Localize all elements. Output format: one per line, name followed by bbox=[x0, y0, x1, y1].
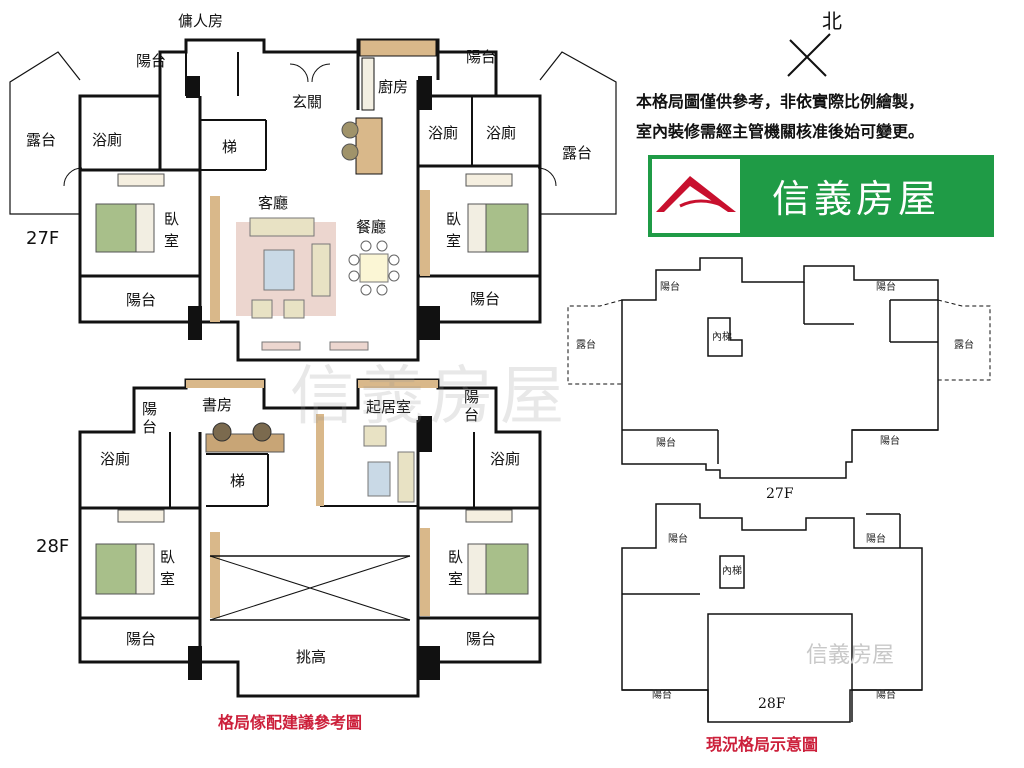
label-bath-w-27: 浴廁 bbox=[92, 131, 122, 149]
coffee-table-icon bbox=[263, 249, 295, 291]
terrace-west-outline bbox=[9, 51, 81, 215]
label-kitchen: 廚房 bbox=[378, 78, 408, 96]
watermark-small: 信義房屋 bbox=[806, 643, 894, 668]
coffee-table-icon-28 bbox=[367, 461, 391, 497]
small27-balcony-se: 陽台 bbox=[880, 434, 900, 447]
small27-terrace-w: 露台 bbox=[576, 338, 596, 351]
label-bed-e-27: 臥室 bbox=[446, 210, 461, 250]
north-label: 北 bbox=[822, 9, 842, 33]
north-arrow-icon bbox=[787, 33, 831, 77]
small28-balcony-ne: 陽台 bbox=[866, 532, 886, 545]
dining-table-icon bbox=[359, 253, 389, 283]
plan-27f bbox=[9, 38, 617, 362]
small28-balcony-se: 陽台 bbox=[876, 688, 896, 701]
watermark-large: 信義房屋 bbox=[290, 360, 570, 434]
sofa-icon bbox=[249, 217, 315, 237]
label-bath-e1-27: 浴廁 bbox=[428, 124, 458, 142]
label-balcony-se-27: 陽台 bbox=[470, 290, 500, 308]
terrace-east-outline bbox=[539, 51, 617, 215]
small28-balcony-sw: 陽台 bbox=[652, 688, 672, 701]
label-dining: 餐廳 bbox=[356, 218, 386, 236]
small28-balcony-nw: 陽台 bbox=[668, 532, 688, 545]
label-bath-e2-27: 浴廁 bbox=[486, 124, 516, 142]
small28-stair: 內梯 bbox=[722, 564, 742, 577]
small27-stair: 內梯 bbox=[712, 330, 732, 343]
brand-banner: 信義房屋 bbox=[648, 155, 994, 237]
note-line-1: 本格局圖僅供參考，非依實際比例繪製， bbox=[636, 92, 924, 111]
caption-right: 現況格局示意圖 bbox=[706, 735, 818, 754]
label-bath-w-28: 浴廁 bbox=[100, 450, 130, 468]
label-terrace-w-27: 露台 bbox=[26, 131, 56, 149]
small27-floor: 27F bbox=[766, 486, 794, 502]
label-terrace-e-27: 露台 bbox=[562, 144, 592, 162]
small28-floor: 28F bbox=[758, 696, 786, 712]
brand-name: 信義房屋 bbox=[772, 177, 940, 221]
label-balcony-nw-27: 陽台 bbox=[136, 52, 166, 70]
floor-label-27f: 27F bbox=[26, 228, 59, 249]
small27-balcony-sw: 陽台 bbox=[656, 436, 676, 449]
bed-icon bbox=[95, 543, 141, 595]
label-study: 書房 bbox=[202, 396, 232, 414]
caption-left: 格局傢配建議參考圖 bbox=[218, 713, 362, 732]
small27-terrace-e: 露台 bbox=[954, 338, 974, 351]
label-bed-w-27: 臥室 bbox=[164, 210, 179, 250]
bed-icon bbox=[483, 543, 529, 595]
label-foyer: 玄關 bbox=[292, 93, 322, 111]
label-maid-room: 傭人房 bbox=[178, 12, 223, 30]
label-balcony-ne-27: 陽台 bbox=[466, 48, 496, 66]
label-balcony-se-28: 陽台 bbox=[466, 630, 496, 648]
bed-icon bbox=[95, 203, 141, 253]
label-balcony-ne-28: 陽台 bbox=[464, 388, 479, 424]
label-living: 客廳 bbox=[258, 194, 288, 212]
small-plan-28f bbox=[621, 503, 923, 723]
plan-28f bbox=[78, 378, 542, 698]
small27-balcony-nw: 陽台 bbox=[660, 280, 680, 293]
small27-balcony-ne: 陽台 bbox=[876, 280, 896, 293]
label-stair-27: 梯 bbox=[222, 138, 237, 156]
sofa-icon-28 bbox=[397, 451, 415, 503]
small-plan-27f bbox=[567, 257, 991, 479]
label-bed-e-28: 臥室 bbox=[448, 548, 463, 588]
label-stair-28: 梯 bbox=[230, 472, 245, 490]
label-family-room: 起居室 bbox=[366, 398, 411, 416]
bed-icon bbox=[483, 203, 529, 253]
label-balcony-sw-28: 陽台 bbox=[126, 630, 156, 648]
label-balcony-nw-28: 陽台 bbox=[142, 400, 157, 436]
label-balcony-sw-27: 陽台 bbox=[126, 291, 156, 309]
label-bed-w-28: 臥室 bbox=[160, 548, 175, 588]
label-bath-e-28: 浴廁 bbox=[490, 450, 520, 468]
floor-label-28f: 28F bbox=[36, 536, 69, 557]
note-line-2: 室內裝修需經主管機關核准後始可變更。 bbox=[636, 122, 924, 141]
label-void: 挑高 bbox=[296, 648, 326, 666]
